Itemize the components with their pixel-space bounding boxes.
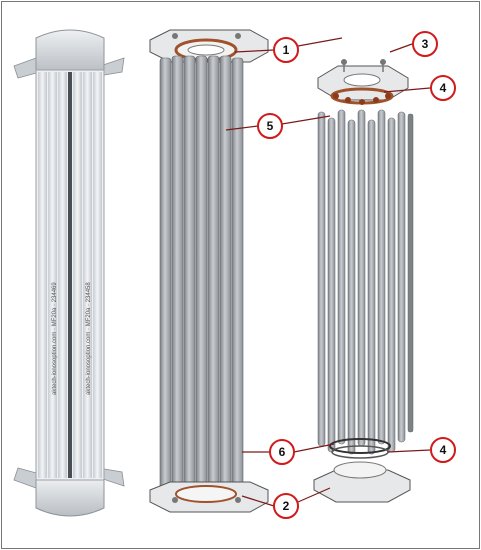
membrane-tube — [159, 57, 172, 491]
membrane-tube — [387, 117, 396, 453]
callout-2-label: 2 — [283, 499, 290, 513]
top-port — [187, 44, 225, 56]
callout-4-top-label: 4 — [440, 81, 447, 95]
callout-1-leader — [234, 49, 275, 53]
membrane-tube — [317, 111, 326, 447]
callout-6-label: 6 — [279, 445, 286, 459]
callout-1-circle — [273, 37, 299, 63]
membrane-tube — [357, 109, 366, 447]
photo-bottom-cap — [35, 477, 105, 517]
callout-2-leader-2 — [297, 487, 331, 503]
photo-tube — [93, 72, 102, 478]
assembled-module — [149, 29, 269, 513]
callout-4b-leader — [387, 449, 431, 453]
photo-center-rod — [68, 72, 72, 478]
callout-5-leader-2 — [281, 115, 331, 125]
exploded-module — [313, 59, 414, 503]
bolt-icon — [172, 33, 178, 39]
bottom-gasket-ring — [175, 485, 237, 503]
callout-3: 3 — [412, 31, 438, 57]
callout-1-leader-2 — [297, 37, 343, 47]
callout-2-circle — [273, 493, 299, 519]
callout-2: 2 — [273, 493, 299, 519]
o-ring — [345, 97, 351, 103]
callout-4-top: 4 — [430, 75, 456, 101]
o-ring — [385, 93, 391, 99]
bolt-icon — [235, 497, 241, 503]
photo-top-cap — [35, 29, 105, 73]
photo-tube — [83, 72, 92, 478]
exploded-top-port — [343, 73, 381, 87]
callout-2-leader — [241, 495, 275, 507]
o-ring — [373, 97, 379, 103]
membrane-tube — [231, 57, 244, 491]
o-ring — [329, 438, 391, 454]
assembled-tube-bundle — [159, 55, 244, 493]
callout-4-bottom: 4 — [430, 437, 456, 463]
callout-5: 5 — [257, 113, 283, 139]
exploded-bottom-port — [333, 461, 387, 479]
membrane-tube — [207, 55, 220, 493]
callout-1: 1 — [273, 37, 299, 63]
membrane-tube — [171, 55, 184, 493]
callout-6-circle — [269, 439, 295, 465]
callout-5-label: 5 — [267, 119, 274, 133]
membrane-tube — [183, 55, 196, 493]
o-ring — [333, 93, 339, 99]
photo-print-label-2: aktech-ionosoption.com · MF20a · 234458 — [86, 282, 92, 395]
callout-4-bottom-label: 4 — [440, 443, 447, 457]
photo-print-label-1: aktech-ionosoption.com · MF20a · 234469 — [52, 282, 58, 395]
photo-tube — [58, 72, 67, 478]
membrane-tube — [377, 109, 386, 445]
callout-6-leader-2 — [293, 443, 335, 453]
exploded-tube-bundle — [317, 109, 414, 455]
callout-5-circle — [257, 113, 283, 139]
callout-4-bottom-circle — [430, 437, 456, 463]
top-o-ring-set — [330, 87, 394, 105]
membrane-tube — [195, 55, 208, 493]
module-photo: aktech-ionosoption.com · MF20a · 234469 … — [13, 29, 125, 517]
photo-tube — [48, 72, 57, 478]
center-rod — [407, 113, 414, 433]
bolt-icon — [172, 497, 178, 503]
membrane-tube — [337, 109, 346, 445]
callout-4-top-circle — [430, 75, 456, 101]
membrane-tube — [347, 119, 356, 455]
callout-5-leader — [225, 125, 259, 131]
callout-3-circle — [412, 31, 438, 57]
callout-1-label: 1 — [283, 43, 290, 57]
photo-tube — [38, 72, 47, 478]
o-ring — [359, 99, 365, 105]
callout-3-label: 3 — [422, 37, 429, 51]
callout-6: 6 — [269, 439, 295, 465]
callouts: 1 2 3 4 4 5 6 — [225, 31, 456, 519]
membrane-tube — [219, 55, 232, 493]
membrane-tube — [397, 111, 406, 443]
photo-tubes — [38, 72, 102, 478]
bolt-icon — [235, 33, 241, 39]
membrane-tube — [367, 119, 376, 455]
membrane-tube — [327, 117, 336, 453]
photo-tube — [73, 72, 82, 478]
callout-4-leader — [383, 87, 431, 93]
callout-3-leader — [389, 43, 413, 53]
